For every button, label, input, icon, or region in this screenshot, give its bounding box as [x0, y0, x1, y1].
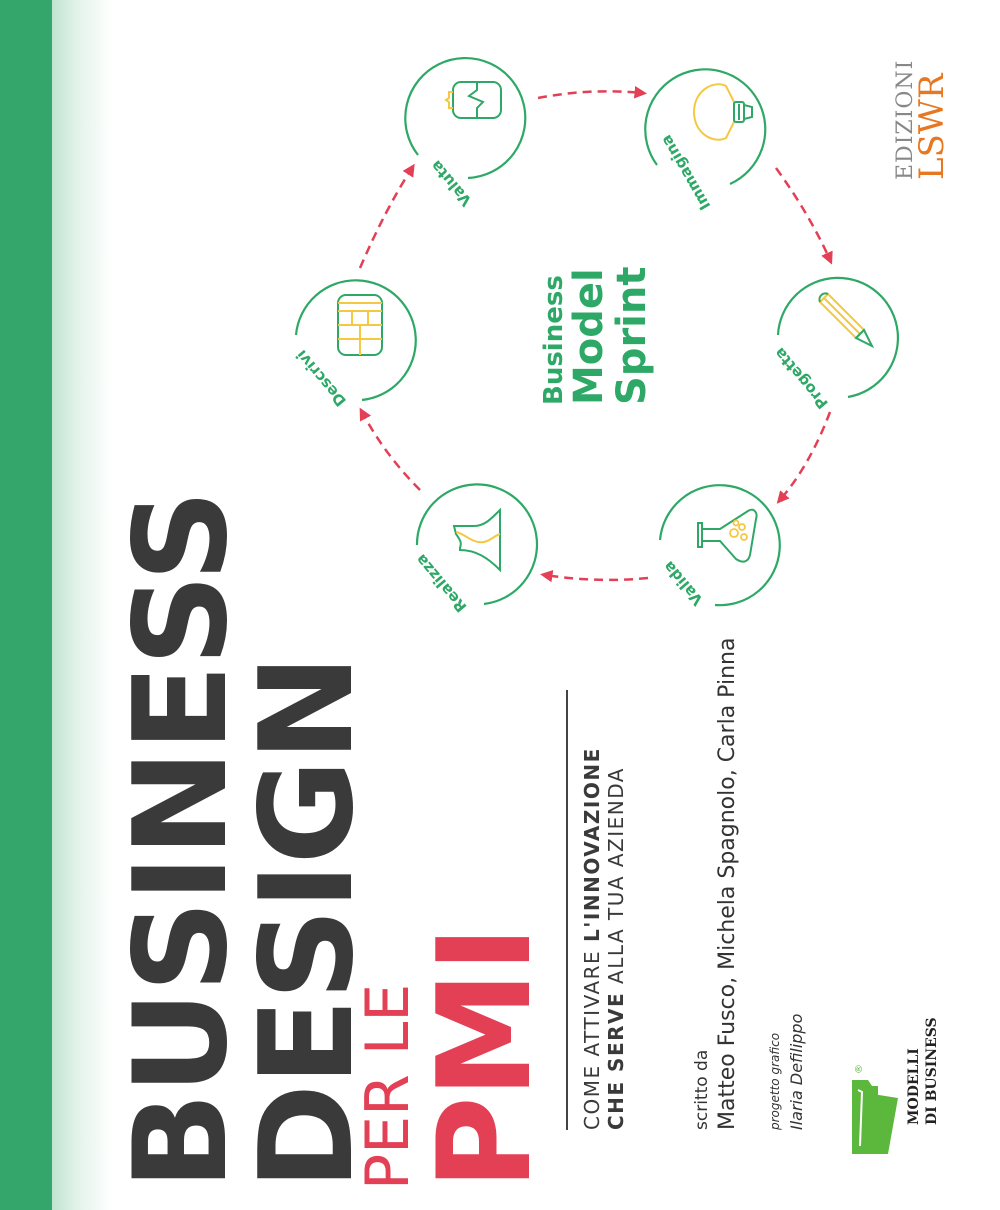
step-circle-descrivi — [294, 279, 417, 402]
series-line2: DI BUSINESS — [924, 1017, 940, 1125]
design-credit-name: Ilaria Defilippo — [787, 1013, 806, 1130]
arrow-progetta-to-valida — [776, 411, 832, 504]
title-business: BUSINESS — [107, 491, 256, 1191]
series-line1: MODELLI — [906, 1048, 922, 1125]
design-credit-label: progetto grafico — [768, 1032, 782, 1130]
subtitle-line2-regular: ALLA TUA AZIENDA — [604, 767, 628, 992]
arrow-valuta-to-immagina — [537, 86, 647, 100]
subtitle-line1-bold: L'INNOVAZIONE — [580, 747, 604, 942]
step-label-valuta: Valuta — [427, 157, 476, 210]
step-circle-progetta — [776, 276, 900, 399]
subtitle-line1-regular: COME ATTIVARE — [580, 941, 604, 1130]
authors-label: scritto da — [692, 1049, 712, 1130]
flask-icon — [697, 508, 758, 563]
step-label-descrivi: Descrivi — [292, 346, 349, 410]
vase-icon — [452, 507, 501, 573]
arrow-realizza-to-descrivi — [359, 407, 421, 491]
spine-fade — [52, 0, 112, 1210]
step-label-valida: Valida — [660, 557, 707, 608]
pencil-icon — [818, 292, 875, 349]
step-label-immagina: Immagina — [657, 132, 714, 213]
publisher-line2: LSWR — [912, 73, 952, 180]
series-name: MODELLI DI BUSINESS — [905, 1017, 941, 1125]
svg-text:®: ® — [854, 1064, 865, 1074]
step-circle-valuta — [404, 56, 527, 180]
step-label-realizza: Realizza — [412, 551, 471, 616]
subtitle-rule — [566, 690, 568, 1130]
arrow-valida-to-realizza — [540, 569, 649, 583]
battery-pulse-icon — [444, 81, 502, 119]
lightbulb-icon — [692, 83, 753, 141]
authors-block: scritto da Matteo Fusco, Michela Spagnol… — [690, 638, 742, 1130]
book-spine — [0, 0, 52, 1210]
arrow-descrivi-to-valuta — [358, 163, 415, 269]
subtitle: COME ATTIVARE L'INNOVAZIONE CHE SERVE AL… — [580, 747, 628, 1130]
title-pmi: PMI — [411, 927, 560, 1190]
authors-names: Matteo Fusco, Michela Spagnolo, Carla Pi… — [715, 637, 740, 1130]
center-label-model: Model — [566, 268, 612, 405]
title-per-le: PER LE — [353, 983, 423, 1190]
step-label-progetta: Progetta — [770, 344, 831, 412]
folder-icon: ® — [852, 1064, 898, 1154]
subtitle-line2-bold: CHE SERVE — [604, 991, 628, 1130]
step-circle-valida — [658, 484, 781, 607]
center-label-sprint: Sprint — [609, 267, 655, 405]
design-credit: progetto grafico Ilaria Defilippo — [764, 1014, 808, 1130]
arrow-immagina-to-progetta — [774, 167, 833, 265]
center-label-business: Business — [539, 275, 569, 405]
publisher-logo: EDIZIONI LSWR — [893, 60, 952, 180]
step-circle-realizza — [415, 483, 539, 606]
canvas-grid-icon — [337, 294, 383, 356]
step-circle-immagina — [644, 68, 767, 186]
